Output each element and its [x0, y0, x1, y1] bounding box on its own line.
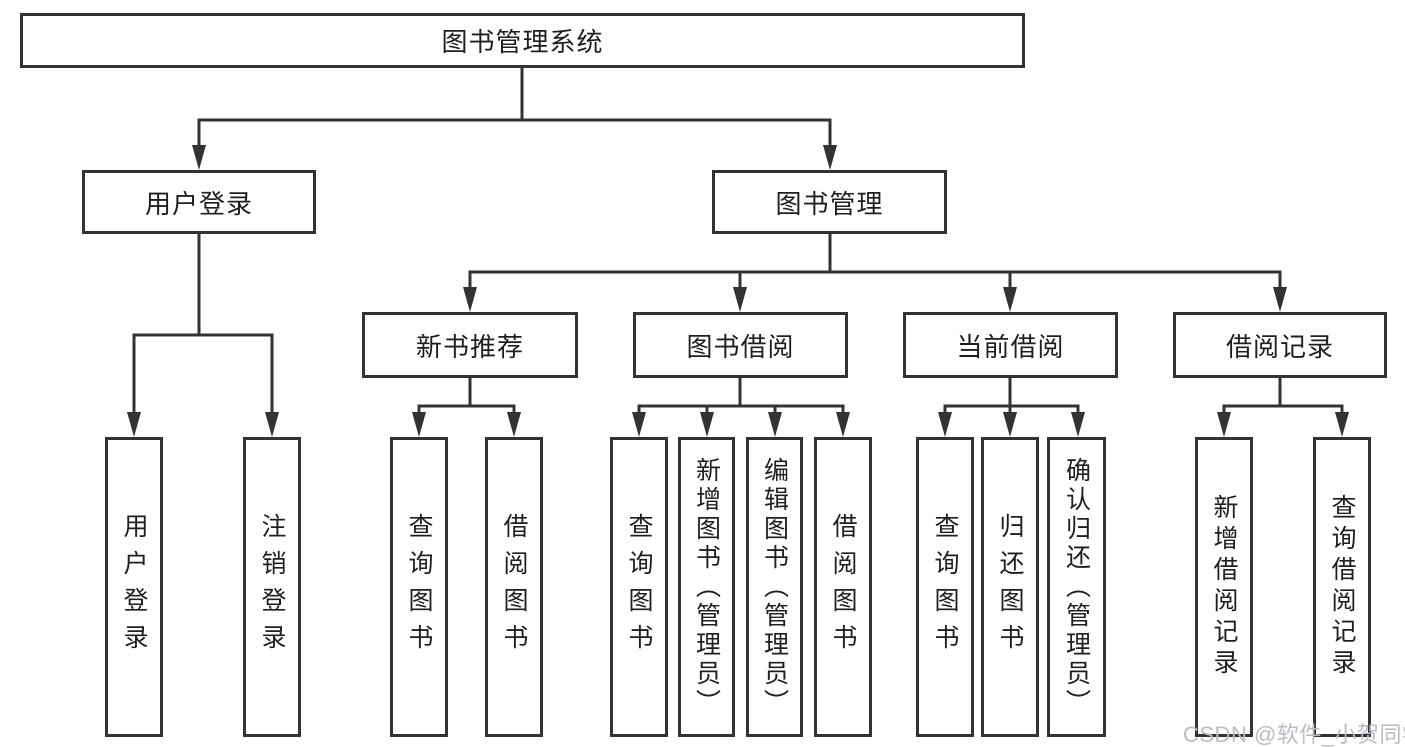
node-label: 确认归还（管理员） — [1062, 456, 1091, 718]
node-label: 注销登录 — [258, 513, 286, 661]
connector-user-login-to-children — [127, 234, 279, 437]
node-label: 新书推荐 — [415, 331, 524, 362]
node-book-management: 图书管理 — [712, 170, 947, 234]
node-label: 图书管理系统 — [441, 27, 604, 57]
node-return-book: 归还图书 — [981, 437, 1039, 737]
node-label: 借阅图书 — [829, 513, 857, 661]
node-add-book-admin: 新增图书（管理员） — [678, 437, 735, 737]
connector-book-borrow-to-children — [632, 378, 850, 437]
node-current-borrow: 当前借阅 — [903, 312, 1118, 378]
node-label: 用户登录 — [144, 188, 253, 219]
connector-book-mgmt-to-level3 — [463, 234, 1287, 312]
node-label: 新增图书（管理员） — [692, 456, 721, 718]
connector-root-to-level2 — [192, 68, 837, 170]
node-newbooks-query: 查询图书 — [390, 437, 448, 737]
node-borrow-book: 借阅图书 — [814, 437, 872, 737]
node-label: 查询借阅记录 — [1328, 494, 1356, 680]
node-user-login: 用户登录 — [82, 170, 316, 234]
node-label: 查询图书 — [405, 513, 433, 661]
node-edit-book-admin: 编辑图书（管理员） — [746, 437, 803, 737]
node-new-book-recommend: 新书推荐 — [362, 312, 578, 378]
csdn-watermark: CSDN @软件_小贺同学 — [1183, 722, 1405, 747]
node-borrow-query-books: 查询图书 — [610, 437, 668, 737]
node-borrow-records: 借阅记录 — [1173, 312, 1387, 378]
node-label: 当前借阅 — [956, 331, 1065, 362]
connector-new-books-to-children — [412, 378, 521, 437]
node-book-borrow: 图书借阅 — [633, 312, 848, 378]
node-label: 新增借阅记录 — [1210, 494, 1238, 680]
node-add-borrow-record: 新增借阅记录 — [1195, 437, 1253, 737]
node-label: 借阅记录 — [1225, 331, 1334, 362]
node-label: 用户登录 — [120, 513, 148, 661]
node-user-login-leaf: 用户登录 — [105, 437, 163, 737]
node-label: 查询图书 — [625, 513, 653, 661]
node-current-query-books: 查询图书 — [916, 437, 974, 737]
node-confirm-return-admin: 确认归还（管理员） — [1047, 437, 1106, 737]
connector-current-borrow-to-children — [938, 378, 1085, 437]
node-label: 图书管理 — [775, 188, 884, 219]
node-label: 图书借阅 — [686, 331, 795, 362]
node-label: 查询图书 — [931, 513, 959, 661]
node-label: 归还图书 — [996, 513, 1024, 661]
node-query-borrow-record: 查询借阅记录 — [1313, 437, 1371, 737]
node-label: 借阅图书 — [500, 513, 528, 661]
node-root-library-system: 图书管理系统 — [20, 13, 1025, 68]
node-label: 编辑图书（管理员） — [760, 456, 789, 718]
connector-borrow-records-to-children — [1217, 378, 1349, 437]
node-logout: 注销登录 — [243, 437, 301, 737]
node-newbooks-borrow: 借阅图书 — [485, 437, 543, 737]
